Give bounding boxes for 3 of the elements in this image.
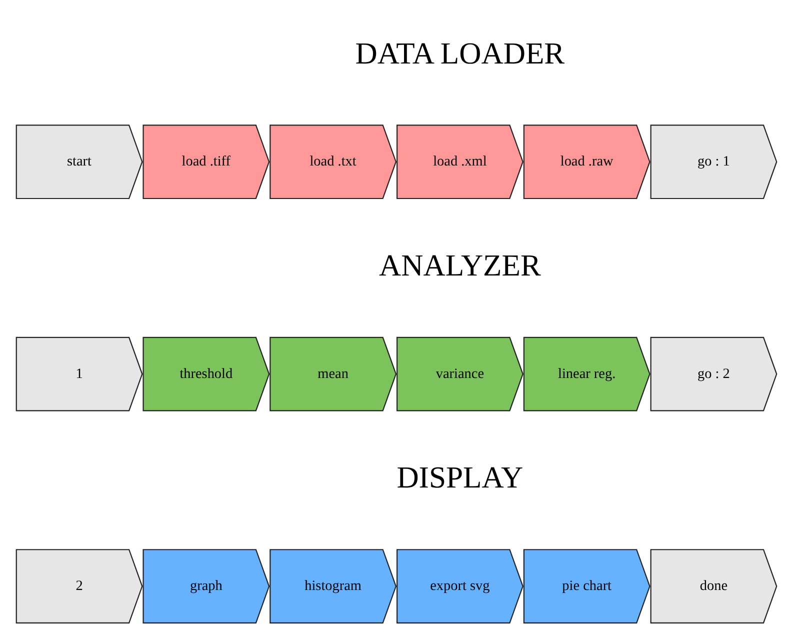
label: DISPLAY — [396, 460, 523, 495]
label: ANALYZER — [378, 248, 540, 282]
label: DATA LOADER — [354, 36, 564, 70]
